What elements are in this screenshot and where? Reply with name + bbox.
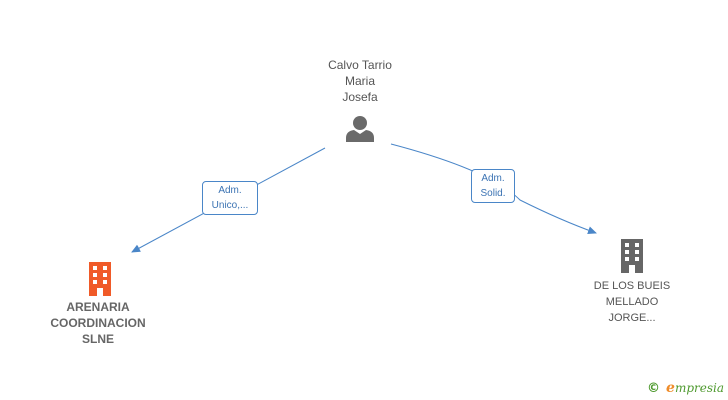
building-icon[interactable] [619, 239, 645, 273]
brand-name: mpresia [674, 381, 724, 395]
person-name-line: Maria [344, 74, 375, 88]
company-name-line: SLNE [81, 332, 114, 346]
brand-initial: e [666, 380, 675, 396]
edge-label-adm-solid[interactable]: Adm. Solid. [471, 169, 515, 203]
person-name-line: Josefa [342, 90, 378, 104]
edge-label-line: Solid. [480, 188, 506, 199]
empresia-watermark: © empresia [647, 380, 724, 396]
person-node-label[interactable]: Calvo Tarrio Maria Josefa [300, 57, 420, 105]
company-name-line: ARENARIA [66, 300, 130, 314]
edge-label-line: Unico,... [211, 200, 249, 211]
company-name-line: JORGE... [608, 312, 656, 324]
company-name-line: DE LOS BUEIS [593, 280, 671, 292]
edge-line-to-de-los-bueis [390, 143, 597, 235]
person-name-line: Calvo Tarrio [328, 58, 392, 72]
copyright-icon: © [647, 381, 661, 396]
company-node-label[interactable]: ARENARIA COORDINACION SLNE [40, 299, 156, 347]
company-node-label[interactable]: DE LOS BUEIS MELLADO JORGE... [572, 278, 692, 326]
building-icon[interactable] [87, 262, 113, 296]
company-name-line: COORDINACION [50, 316, 146, 330]
person-icon[interactable] [345, 114, 375, 142]
edge-label-line: Adm. [218, 185, 242, 196]
company-name-line: MELLADO [605, 296, 659, 308]
edge-label-line: Adm. [481, 173, 505, 184]
edge-label-adm-unico[interactable]: Adm. Unico,... [202, 181, 258, 215]
